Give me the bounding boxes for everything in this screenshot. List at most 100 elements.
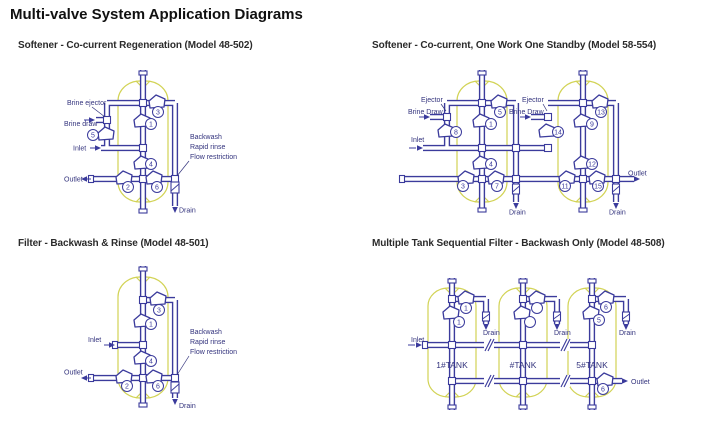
inlet-arrow-icon <box>90 145 101 151</box>
brine-draw-label: Brine draw <box>64 121 98 128</box>
valve-3-badge: 3 <box>153 304 165 316</box>
diagram-softener-regeneration: 3 1 5 4 2 6 Brine ejector Brine draw Inl… <box>60 62 310 222</box>
valve-4-badge: 4 <box>485 158 497 170</box>
ejector-left-label: Ejector <box>421 97 443 104</box>
tank3-top-valve-badge: 6 <box>600 301 612 313</box>
ejector-pointer <box>440 103 447 112</box>
drain-arrow-icon <box>483 324 489 330</box>
drain-arrow-icon <box>172 399 178 405</box>
valve-4-badge: 4 <box>145 355 157 367</box>
drain-right-label: Drain <box>609 210 626 217</box>
outlet-label: Outlet <box>64 370 83 377</box>
drain-label: Drain <box>179 208 196 215</box>
rapid-rinse-label: Rapid rinse <box>190 339 226 346</box>
svg-text:11: 11 <box>561 184 568 191</box>
svg-text:5: 5 <box>498 110 502 117</box>
diagram2-title: Softener - Co-current, One Work One Stan… <box>372 40 657 51</box>
drain-2-label: Drain <box>554 330 571 337</box>
svg-text:4: 4 <box>489 162 493 169</box>
svg-text:1: 1 <box>149 322 153 329</box>
ejector-right-label: Ejector <box>522 97 544 104</box>
svg-text:5: 5 <box>597 318 601 325</box>
valve-3-badge: 3 <box>457 180 469 192</box>
valve-11-badge: 11 <box>559 180 571 192</box>
svg-text:12: 12 <box>588 162 596 169</box>
inlet-label: Inlet <box>411 137 424 144</box>
outlet-label: Outlet <box>64 177 83 184</box>
svg-text:1: 1 <box>149 122 153 129</box>
tank2-mid-valve-badge <box>524 316 536 328</box>
svg-text:1: 1 <box>464 306 468 313</box>
flow-restrictor-icon <box>170 381 180 394</box>
backwash-pointer <box>176 355 190 376</box>
tank2-top-valve-badge <box>531 302 543 314</box>
brine-ejector-pointer <box>91 106 106 118</box>
tank-1-label: 1#TANK <box>436 360 468 370</box>
svg-text:13: 13 <box>597 110 605 117</box>
svg-text:9: 9 <box>590 122 594 129</box>
drain-1-label: Drain <box>483 330 500 337</box>
valve-3-icon <box>148 94 166 109</box>
diagram-sequential-filter: 1 1 6 5 6 Inlet Drain Drain Drain Outlet… <box>395 258 660 426</box>
valve-5-icon <box>490 94 508 109</box>
outlet-label: Outlet <box>628 171 647 178</box>
drain-arrow-icon <box>613 203 619 209</box>
tank1-top-valve-badge: 1 <box>460 302 472 314</box>
tank1-mid-valve-badge: 1 <box>453 316 465 328</box>
valve-8-badge: 8 <box>450 126 462 138</box>
valve-1-badge: 1 <box>145 118 157 130</box>
valve-13-badge: 13 <box>595 106 607 118</box>
outlet-valve-badge: 6 <box>597 383 609 395</box>
backwash-label: Backwash <box>190 134 222 141</box>
valve-14-badge: 14 <box>552 126 564 138</box>
svg-text:6: 6 <box>601 387 605 394</box>
outlet-arrow-icon <box>634 176 640 182</box>
ejector-pointer <box>542 103 548 112</box>
flow-restrictor-icon <box>621 311 631 322</box>
brine-draw-arrow-icon <box>84 117 95 123</box>
flow-restriction-label: Flow restriction <box>190 349 237 356</box>
outlet-arrow-icon <box>81 176 91 182</box>
inlet-label: Inlet <box>411 337 424 344</box>
flow-restrictor-icon <box>552 311 562 322</box>
inlet-arrow-icon <box>104 342 115 348</box>
drain-arrow-icon <box>554 324 560 330</box>
valve-7-badge: 7 <box>491 180 503 192</box>
page-title: Multi-valve System Application Diagrams <box>10 6 303 23</box>
svg-text:15: 15 <box>594 184 602 191</box>
drain-arrow-icon <box>513 203 519 209</box>
pipe-break-icon <box>484 338 495 352</box>
svg-text:1: 1 <box>489 122 493 129</box>
valve-3-icon <box>149 291 167 306</box>
valve-9-badge: 9 <box>586 118 598 130</box>
svg-text:4: 4 <box>149 162 153 169</box>
valve-1-badge: 1 <box>485 118 497 130</box>
drain-3-label: Drain <box>619 330 636 337</box>
diagram-softener-standby: 5 1 8 4 3 7 13 9 14 12 11 15 Ejector Bri… <box>395 62 660 222</box>
diagram3-title: Filter - Backwash & Rinse (Model 48-501) <box>18 238 209 249</box>
valve-5-icon <box>97 126 115 141</box>
drain-arrow-icon <box>172 207 178 213</box>
svg-text:8: 8 <box>454 130 458 137</box>
inlet-arrow-icon <box>408 342 422 348</box>
valve-5-badge: 5 <box>494 106 506 118</box>
drain-left-label: Drain <box>509 210 526 217</box>
svg-text:6: 6 <box>156 384 160 391</box>
svg-text:3: 3 <box>156 110 160 117</box>
brine-draw-arrow-icon <box>419 114 430 120</box>
outlet-arrow-icon <box>81 375 91 381</box>
outlet-label: Outlet <box>631 379 650 386</box>
brine-draw-left-label: Brine Draw <box>408 109 444 116</box>
brine-ejector-label: Brine ejector <box>67 100 107 107</box>
flow-restrictor-icon <box>170 181 180 194</box>
valve-6-badge: 6 <box>151 181 163 193</box>
valve-2-badge: 2 <box>121 380 133 392</box>
valve-1-badge: 1 <box>145 318 157 330</box>
flow-restrictor-icon <box>611 183 621 195</box>
inlet-arrow-icon <box>409 145 423 151</box>
svg-text:3: 3 <box>461 184 465 191</box>
inlet-label: Inlet <box>88 337 101 344</box>
svg-text:14: 14 <box>554 130 562 137</box>
drain-label: Drain <box>179 403 196 410</box>
pipe-network <box>421 278 630 410</box>
